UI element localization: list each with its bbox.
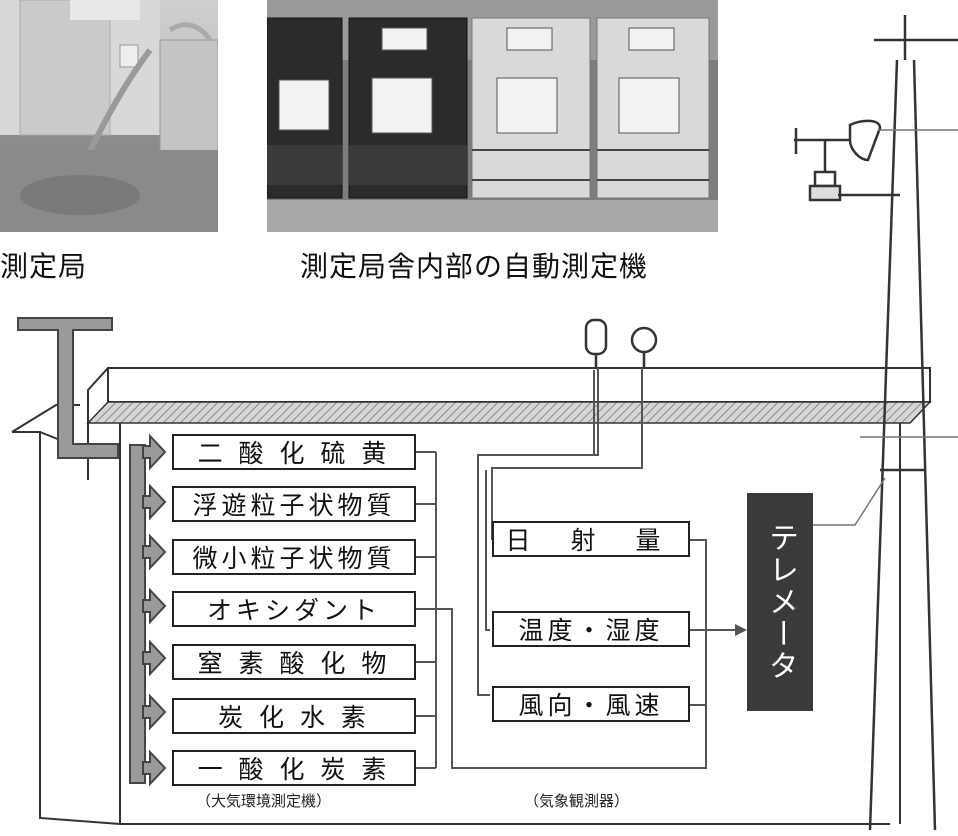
station-photo-shapes [0,0,218,232]
sensor-solar-radiation: 日 射 量 [492,521,690,557]
monitor-carbon-monoxide: 一 酸 化 炭 素 [172,750,416,786]
weather-sensor-group-label: （気象観測器） [524,792,630,810]
anemometer-icon [794,119,900,202]
pole-wires [813,129,958,526]
roof [86,367,932,424]
sensor-temperature-humidity: 温度・湿度 [492,611,690,647]
sensor-cables [477,368,643,696]
antenna-pole [868,15,958,831]
air-monitor-group-label: （大気環境測定機） [196,792,332,810]
monitor-oxidant: オキシダント [172,591,416,627]
intake-arrows [142,433,167,787]
machines-photo [267,0,718,232]
station-caption: 測定局 [0,250,88,283]
monitor-suspended-particulate: 浮遊粒子状物質 [172,486,416,522]
monitor-hydrocarbons: 炭 化 水 素 [172,698,416,734]
telemeter-arrow [706,624,747,636]
monitor-connectors [416,451,707,769]
monitor-nitrogen-oxides: 窒 素 酸 化 物 [172,644,416,680]
machines-photo-shapes [267,0,718,232]
sensor-wind: 風向・風速 [492,686,690,722]
monitor-fine-particulate: 微小粒子状物質 [172,539,416,575]
station-photo [0,0,218,232]
machines-caption: 測定局舎内部の自動測定機 [300,250,649,283]
roof-sensors [584,318,658,368]
telemeter-box: テレメータ [747,493,813,711]
monitor-sulfur-dioxide: 二 酸 化 硫 黄 [172,434,416,470]
intake-pipe [17,317,146,784]
